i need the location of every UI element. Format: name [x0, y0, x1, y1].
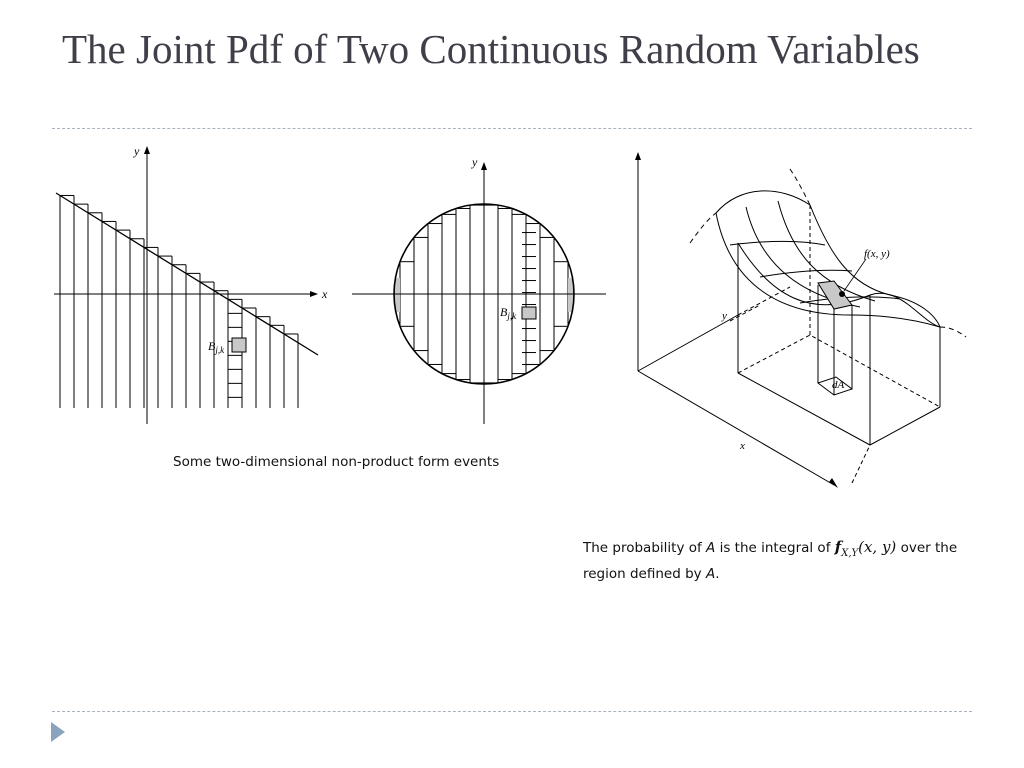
y-axis-label: y [471, 155, 478, 169]
y-axis-arrow-icon [481, 162, 487, 170]
surface-point [839, 291, 845, 297]
surface-right-edge [809, 204, 941, 328]
cell-label: Bj,k [208, 339, 225, 355]
surface-extension [689, 212, 717, 244]
y-axis-label: y [721, 310, 727, 322]
surface-volume-figure: f(x, y) y x dA [635, 152, 967, 488]
cell-label: Bj,k [500, 305, 517, 321]
y-axis [637, 314, 739, 372]
caption-right: The probability of A is the integral of … [583, 538, 958, 582]
region-strips [59, 194, 299, 408]
front-face-top [737, 242, 941, 328]
y-axis-label: y [133, 144, 140, 158]
surface-grid-line [729, 240, 826, 246]
x-axis-arrow-icon [829, 478, 838, 488]
y-guide [729, 304, 761, 322]
highlighted-cell [521, 306, 537, 320]
surface-grid-line [759, 269, 853, 278]
highlighted-cell [231, 337, 247, 353]
z-axis-arrow-icon [635, 152, 641, 160]
area-base [816, 376, 854, 396]
surface-back-edge [715, 190, 811, 214]
base-box-hidden [737, 334, 941, 408]
surface-extension [851, 444, 871, 484]
disk-region-figure: y Bj,k [352, 155, 606, 424]
surface-grid-line [799, 296, 901, 304]
surface-extension [939, 326, 967, 338]
surface-extension [789, 168, 811, 206]
boundary-line [55, 192, 319, 356]
triangle-bullet-icon [51, 722, 65, 742]
disk-edge-shade-right [568, 278, 574, 312]
label-leader [843, 258, 867, 292]
slide-title: The Joint Pdf of Two Continuous Random V… [62, 26, 920, 72]
surface-grid-line [777, 200, 876, 302]
caption-left: Some two-dimensional non-product form ev… [173, 454, 500, 470]
half-plane-region-figure: x y Bj,k [54, 144, 328, 424]
title-divider [52, 128, 972, 129]
surface-label: f(x, y) [864, 248, 890, 260]
footer-divider [52, 711, 972, 712]
area-label: dA [832, 379, 845, 391]
disk-edge-shade-left [394, 278, 400, 312]
x-axis-label: x [321, 287, 328, 301]
surface-left-edge [715, 212, 941, 328]
y-axis-arrow-icon [144, 146, 150, 154]
x-axis-arrow-icon [310, 291, 318, 297]
x-axis-label: x [739, 440, 745, 452]
x-axis [637, 370, 835, 486]
